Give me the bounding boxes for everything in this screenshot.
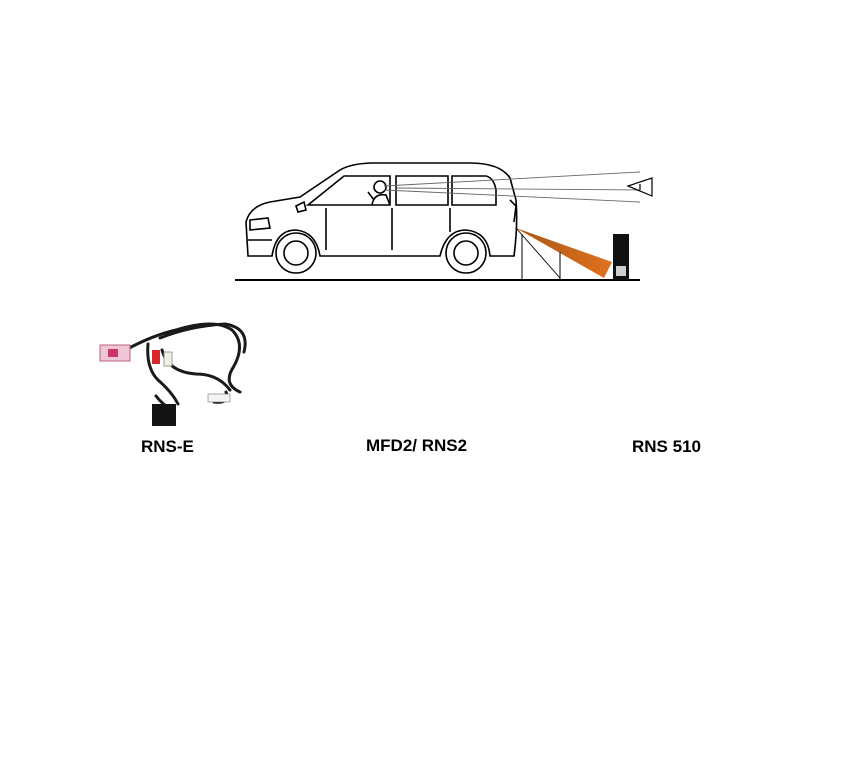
sight-lines <box>383 171 641 203</box>
camera-symbol-icon <box>626 177 653 197</box>
rear-camera-view-icon <box>515 227 612 280</box>
rns-510-label: RNS 510 <box>632 437 701 456</box>
car-diagram <box>235 162 653 281</box>
car-icon <box>245 162 518 274</box>
harness-rns-e <box>99 322 247 426</box>
mfd2-rns2-label: MFD2/ RNS2 <box>366 436 468 455</box>
rns-e-label: RNS-E <box>141 437 194 456</box>
